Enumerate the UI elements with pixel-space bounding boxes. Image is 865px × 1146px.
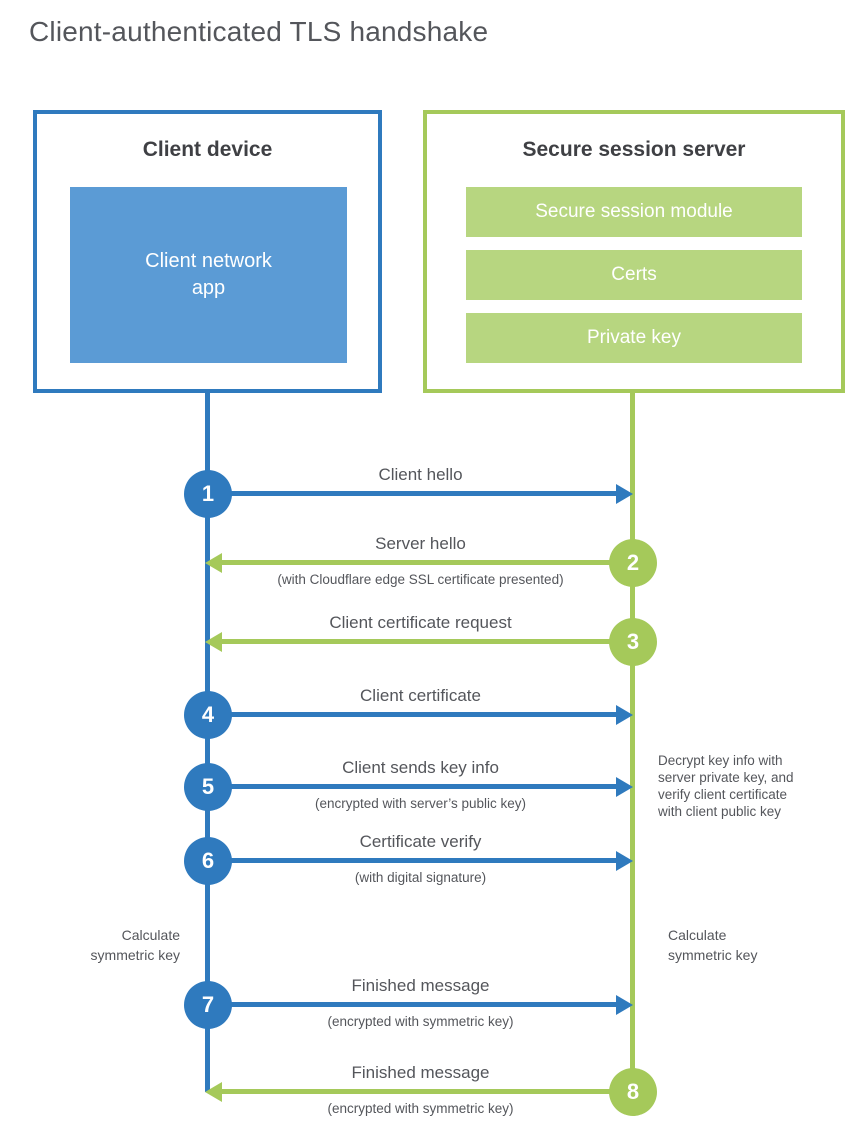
step-label: Client hello	[378, 465, 463, 484]
arrow-left-icon	[205, 553, 222, 573]
step-sublabel: (encrypted with symmetric key)	[327, 1014, 514, 1029]
client-network-app-box: Client network app	[70, 187, 347, 363]
step-number-badge: 7	[184, 981, 232, 1029]
arrow-right-icon	[616, 995, 633, 1015]
step-number-badge: 2	[609, 539, 657, 587]
arrow-shaft	[208, 1002, 619, 1007]
step-sublabel: (with digital signature)	[354, 870, 487, 885]
step-label: Finished message	[351, 1063, 490, 1082]
server-box-title: Secure session server	[522, 138, 746, 161]
arrow-right-icon	[616, 705, 633, 725]
server-lifeline	[630, 393, 635, 1092]
server-module-private-key: Private key	[466, 313, 802, 363]
arrow-right-icon	[616, 777, 633, 797]
arrow-shaft	[208, 858, 619, 863]
arrow-shaft	[208, 712, 619, 717]
step-number-badge: 6	[184, 837, 232, 885]
step-sublabel: (encrypted with server’s public key)	[314, 796, 527, 811]
arrow-left-icon	[205, 1082, 222, 1102]
step-number-badge: 5	[184, 763, 232, 811]
step-number-badge: 4	[184, 691, 232, 739]
page-title: Client-authenticated TLS handshake	[29, 16, 489, 47]
step-label: Finished message	[351, 976, 490, 995]
arrow-left-icon	[205, 632, 222, 652]
step-sublabel: (with Cloudflare edge SSL certificate pr…	[277, 572, 564, 587]
calculate-symmetric-key-client-note: Calculate symmetric key	[90, 927, 180, 963]
step-number-badge: 1	[184, 470, 232, 518]
step-label: Client certificate	[360, 686, 481, 705]
server-module-secure-session: Secure session module	[466, 187, 802, 237]
client-lifeline	[205, 393, 210, 1092]
step-label: Server hello	[375, 534, 466, 553]
step-number-badge: 8	[609, 1068, 657, 1116]
step-label: Client sends key info	[342, 758, 499, 777]
calculate-symmetric-key-server-note: Calculate symmetric key	[668, 927, 758, 963]
arrow-right-icon	[616, 484, 633, 504]
arrow-shaft	[222, 1089, 633, 1094]
arrow-right-icon	[616, 851, 633, 871]
step-label: Client certificate request	[329, 613, 512, 632]
step-sublabel: (encrypted with symmetric key)	[327, 1101, 514, 1116]
step-number-badge: 3	[609, 618, 657, 666]
arrow-shaft	[208, 784, 619, 789]
arrow-shaft	[222, 560, 633, 565]
arrow-shaft	[222, 639, 633, 644]
arrow-shaft	[208, 491, 619, 496]
server-module-certs: Certs	[466, 250, 802, 300]
decrypt-key-note: Decrypt key info with server private key…	[658, 753, 794, 819]
step-label: Certificate verify	[359, 832, 482, 851]
client-device-title: Client device	[142, 138, 273, 161]
